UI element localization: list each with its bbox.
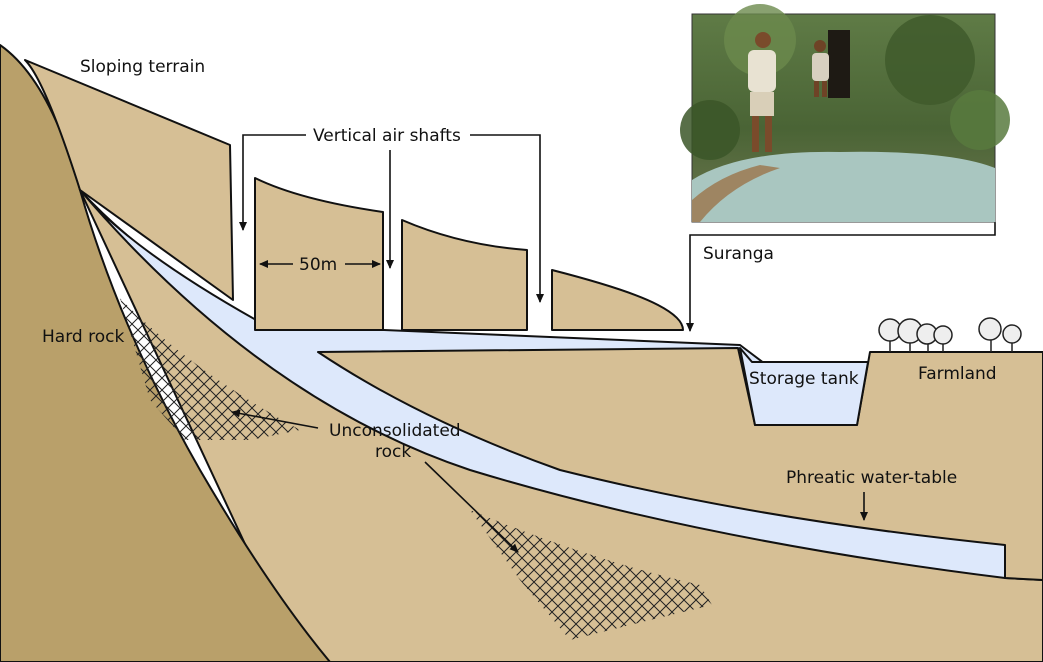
label-storage-tank: Storage tank <box>749 369 859 389</box>
unconsolidated-rock-lower <box>470 510 712 640</box>
air-shaft-arrow-right <box>470 134 544 303</box>
soil-block-1 <box>254 177 384 331</box>
label-farmland: Farmland <box>918 364 997 384</box>
storage-tank-water <box>739 347 869 426</box>
label-suranga: Suranga <box>703 244 774 264</box>
tunnel-entrance <box>828 30 850 98</box>
suranga-pointer-arrow <box>686 222 996 332</box>
unconsolidated-rock-arrow-upper <box>231 409 319 429</box>
farmland-trees <box>878 317 1022 352</box>
unconsolidated-rock-arrow-lower <box>424 461 519 553</box>
label-sloping-terrain: Sloping terrain <box>80 57 205 77</box>
label-spacing-50m: 50m <box>299 255 337 275</box>
air-shaft-arrow-left <box>239 134 306 231</box>
farmland-ground <box>317 347 1043 581</box>
unconsolidated-rock-upper <box>120 298 300 440</box>
label-vertical-air-shafts: Vertical air shafts <box>313 126 461 146</box>
label-unconsolidated-rock-line2: rock <box>375 442 411 462</box>
suranga-photo-inset <box>680 4 1010 223</box>
soil-block-2 <box>401 219 528 331</box>
label-unconsolidated-rock-line1: Unconsolidated <box>329 421 461 441</box>
sloping-terrain-surface <box>24 59 234 301</box>
label-hard-rock: Hard rock <box>42 327 124 347</box>
soil-block-3 <box>551 269 684 331</box>
label-phreatic-water-table: Phreatic water-table <box>786 468 957 488</box>
